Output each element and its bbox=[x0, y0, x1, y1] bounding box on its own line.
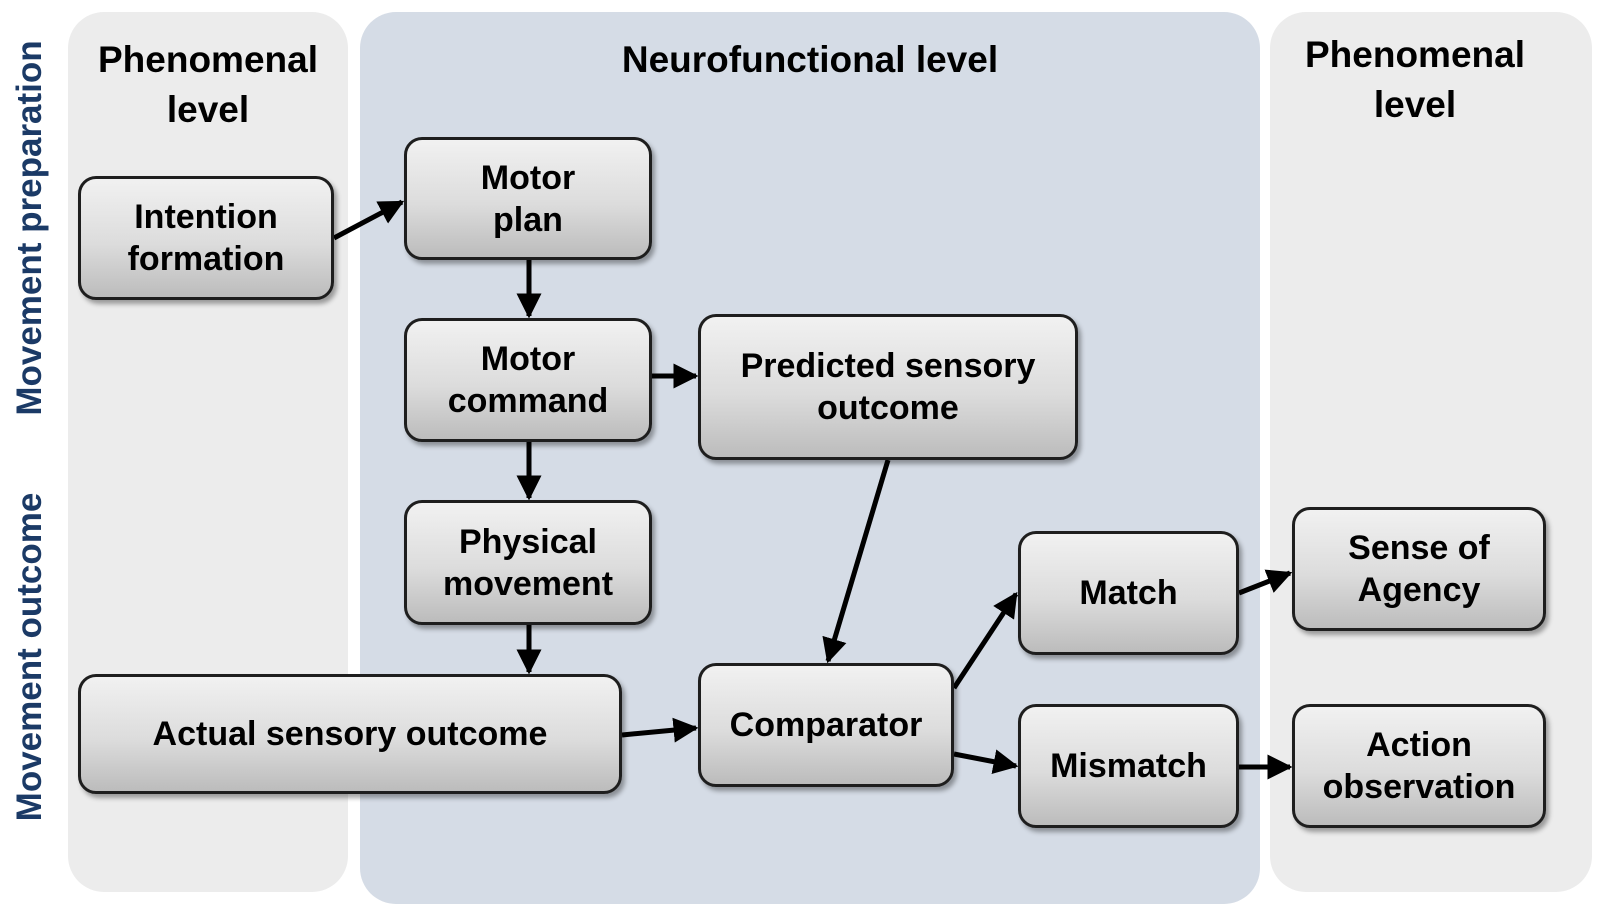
sense-of-agency-box: Sense of Agency bbox=[1292, 507, 1546, 631]
actual-sensory-outcome-box: Actual sensory outcome bbox=[78, 674, 622, 794]
match-box: Match bbox=[1018, 531, 1239, 655]
middle-panel-title: Neurofunctional level bbox=[621, 39, 999, 80]
mismatch-box: Mismatch bbox=[1018, 704, 1239, 828]
motor-command-box: Motor command bbox=[404, 318, 652, 442]
right-panel-title: Phenomenal level bbox=[1305, 34, 1525, 125]
left-panel-title: Phenomenal level bbox=[98, 39, 318, 130]
arrow-match-to-agency bbox=[1238, 569, 1293, 596]
arrow-comparator-to-mismatch bbox=[953, 749, 1019, 774]
predicted-sensory-outcome-box: Predicted sensory outcome bbox=[698, 314, 1078, 460]
physical-movement-box: Physical movement bbox=[404, 500, 652, 625]
comparator-box: Comparator bbox=[698, 663, 954, 787]
intention-formation-box: Intention formation bbox=[78, 176, 334, 300]
motor-plan-box: Motor plan bbox=[404, 137, 652, 260]
arrow-comparator-to-match bbox=[951, 591, 1019, 690]
arrow-predicted-to-comparator bbox=[822, 459, 891, 664]
action-observation-box: Action observation bbox=[1292, 704, 1546, 828]
arrow-actual-to-comparator bbox=[621, 717, 699, 743]
arrow-intention-to-plan bbox=[332, 199, 405, 241]
